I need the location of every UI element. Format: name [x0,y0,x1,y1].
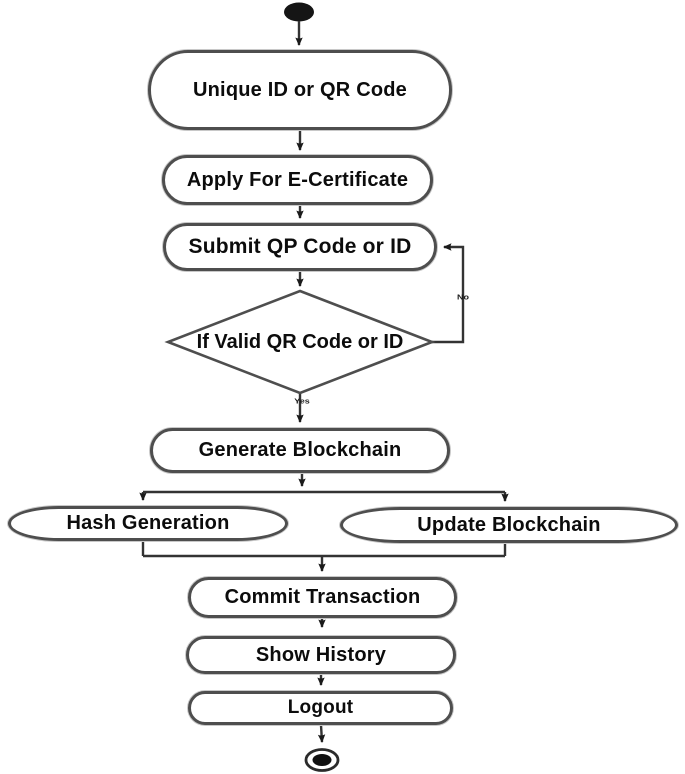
node-update-blockchain: Update Blockchain [340,507,678,543]
node-hash-generation: Hash Generation [8,506,288,541]
edge-label-yes: Yes [294,396,310,405]
end-node-icon [312,754,332,766]
arrow-logout-to-end [317,724,326,743]
decision-valid-qr-code-label: If Valid QR Code or ID [196,330,404,353]
node-apply-for-e-certificate: Apply For E-Certificate [162,155,433,205]
node-unique-id-or-qr-code: Unique ID or QR Code [148,50,452,130]
node-commit-transaction: Commit Transaction [188,577,457,618]
edge-label-no: No [457,292,469,301]
node-generate-blockchain: Generate Blockchain [150,428,450,473]
flow-arrows [139,21,509,743]
decision-diamond-shape [164,289,436,395]
node-logout: Logout [188,691,453,725]
start-node-icon [284,2,314,22]
arrow-decision-no-loop [432,243,465,344]
node-submit-qp-code-or-id: Submit QP Code or ID [163,223,437,271]
node-show-history: Show History [186,636,456,674]
